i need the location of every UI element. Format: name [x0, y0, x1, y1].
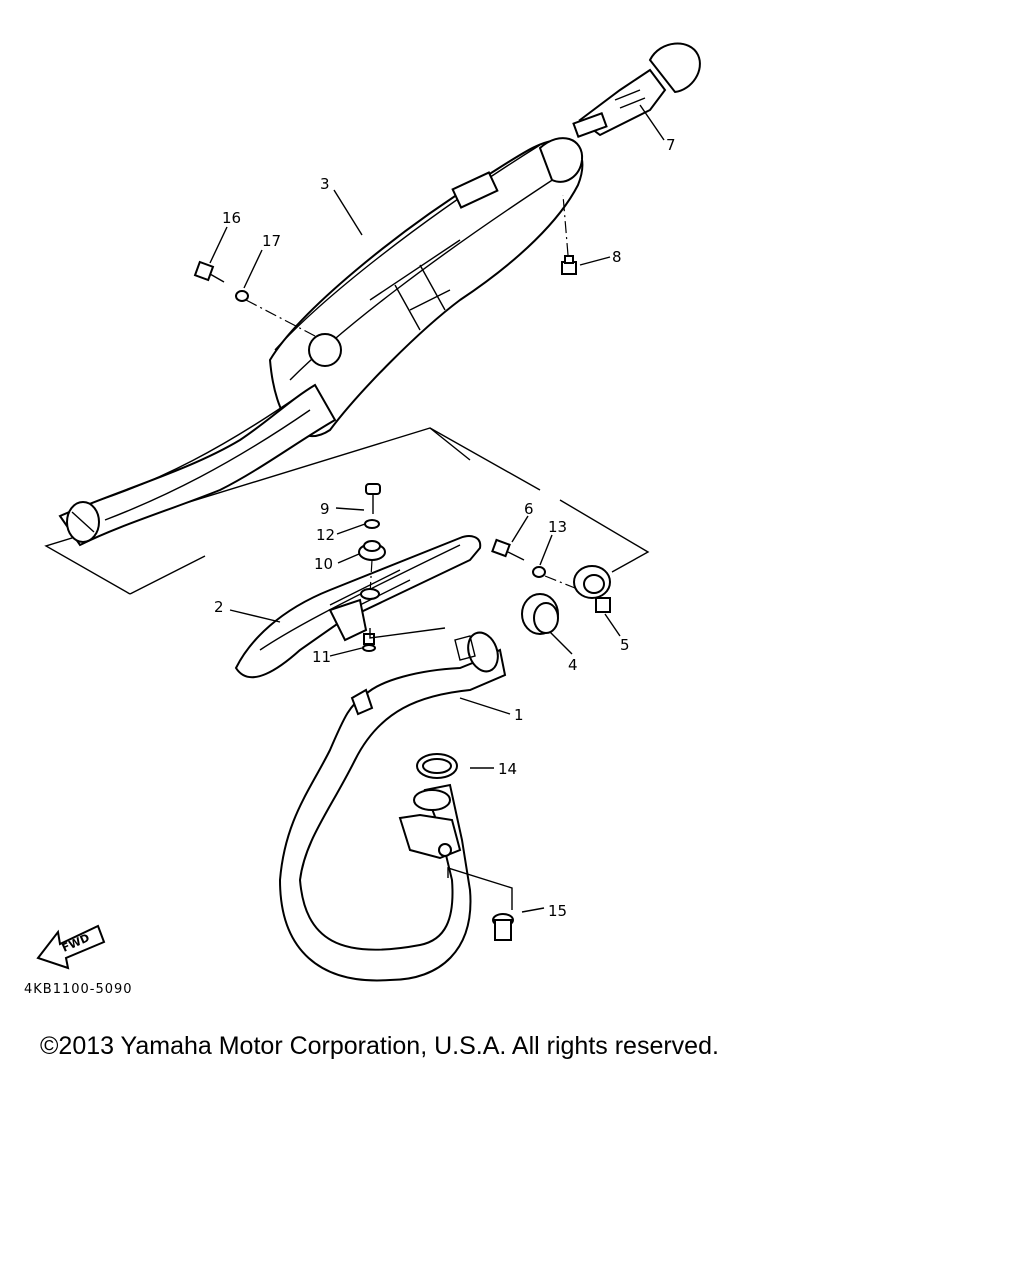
callout-3: 3 — [320, 175, 330, 193]
muffler[interactable] — [58, 137, 584, 547]
callout-10: 10 — [314, 555, 333, 573]
bolt-16[interactable] — [193, 260, 225, 283]
callout-5: 5 — [620, 636, 630, 654]
assembly-line — [562, 194, 569, 256]
washer-13[interactable] — [532, 566, 546, 578]
assembly-line — [447, 867, 513, 910]
washer-17[interactable] — [235, 290, 249, 302]
assembly-line — [369, 627, 446, 639]
assembly-plane-outline — [44, 427, 650, 595]
callout-13: 13 — [548, 518, 567, 536]
callout-16: 16 — [222, 209, 241, 227]
callout-12: 12 — [316, 526, 335, 544]
copyright-notice: ©2013 Yamaha Motor Corporation, U.S.A. A… — [40, 1032, 719, 1060]
callout-7: 7 — [666, 136, 676, 154]
bolt-9[interactable] — [365, 483, 381, 514]
heat-protector[interactable] — [234, 535, 482, 679]
nut-15[interactable] — [492, 913, 514, 941]
callout-6: 6 — [524, 500, 534, 518]
bolt-6[interactable] — [491, 538, 525, 561]
diagram-code: 4KB1100-5090 — [24, 982, 133, 997]
clamp-5[interactable] — [573, 565, 611, 613]
fwd-arrow-icon: FWD — [36, 924, 106, 970]
gasket-14[interactable] — [416, 753, 458, 779]
callout-15: 15 — [548, 902, 567, 920]
washer-12[interactable] — [364, 519, 380, 529]
callout-1: 1 — [514, 706, 524, 724]
callout-17: 17 — [262, 232, 281, 250]
callout-2: 2 — [214, 598, 224, 616]
callout-11: 11 — [312, 648, 331, 666]
callout-14: 14 — [498, 760, 517, 778]
damper-10[interactable] — [358, 540, 386, 561]
callout-9: 9 — [320, 500, 330, 518]
gasket-4[interactable] — [521, 593, 559, 635]
spark-arrester[interactable] — [572, 42, 701, 138]
callout-8: 8 — [612, 248, 622, 266]
nut-11[interactable] — [362, 633, 376, 652]
collar — [360, 588, 380, 600]
exhaust-pipe[interactable] — [278, 628, 507, 982]
callout-4: 4 — [568, 656, 578, 674]
leader-lines — [209, 104, 665, 913]
nut-8[interactable] — [561, 255, 577, 275]
assembly-line — [245, 299, 316, 337]
exhaust-parts-diagram: 3 16 17 7 8 9 12 10 2 11 6 13 5 4 1 14 1… — [36, 42, 701, 982]
